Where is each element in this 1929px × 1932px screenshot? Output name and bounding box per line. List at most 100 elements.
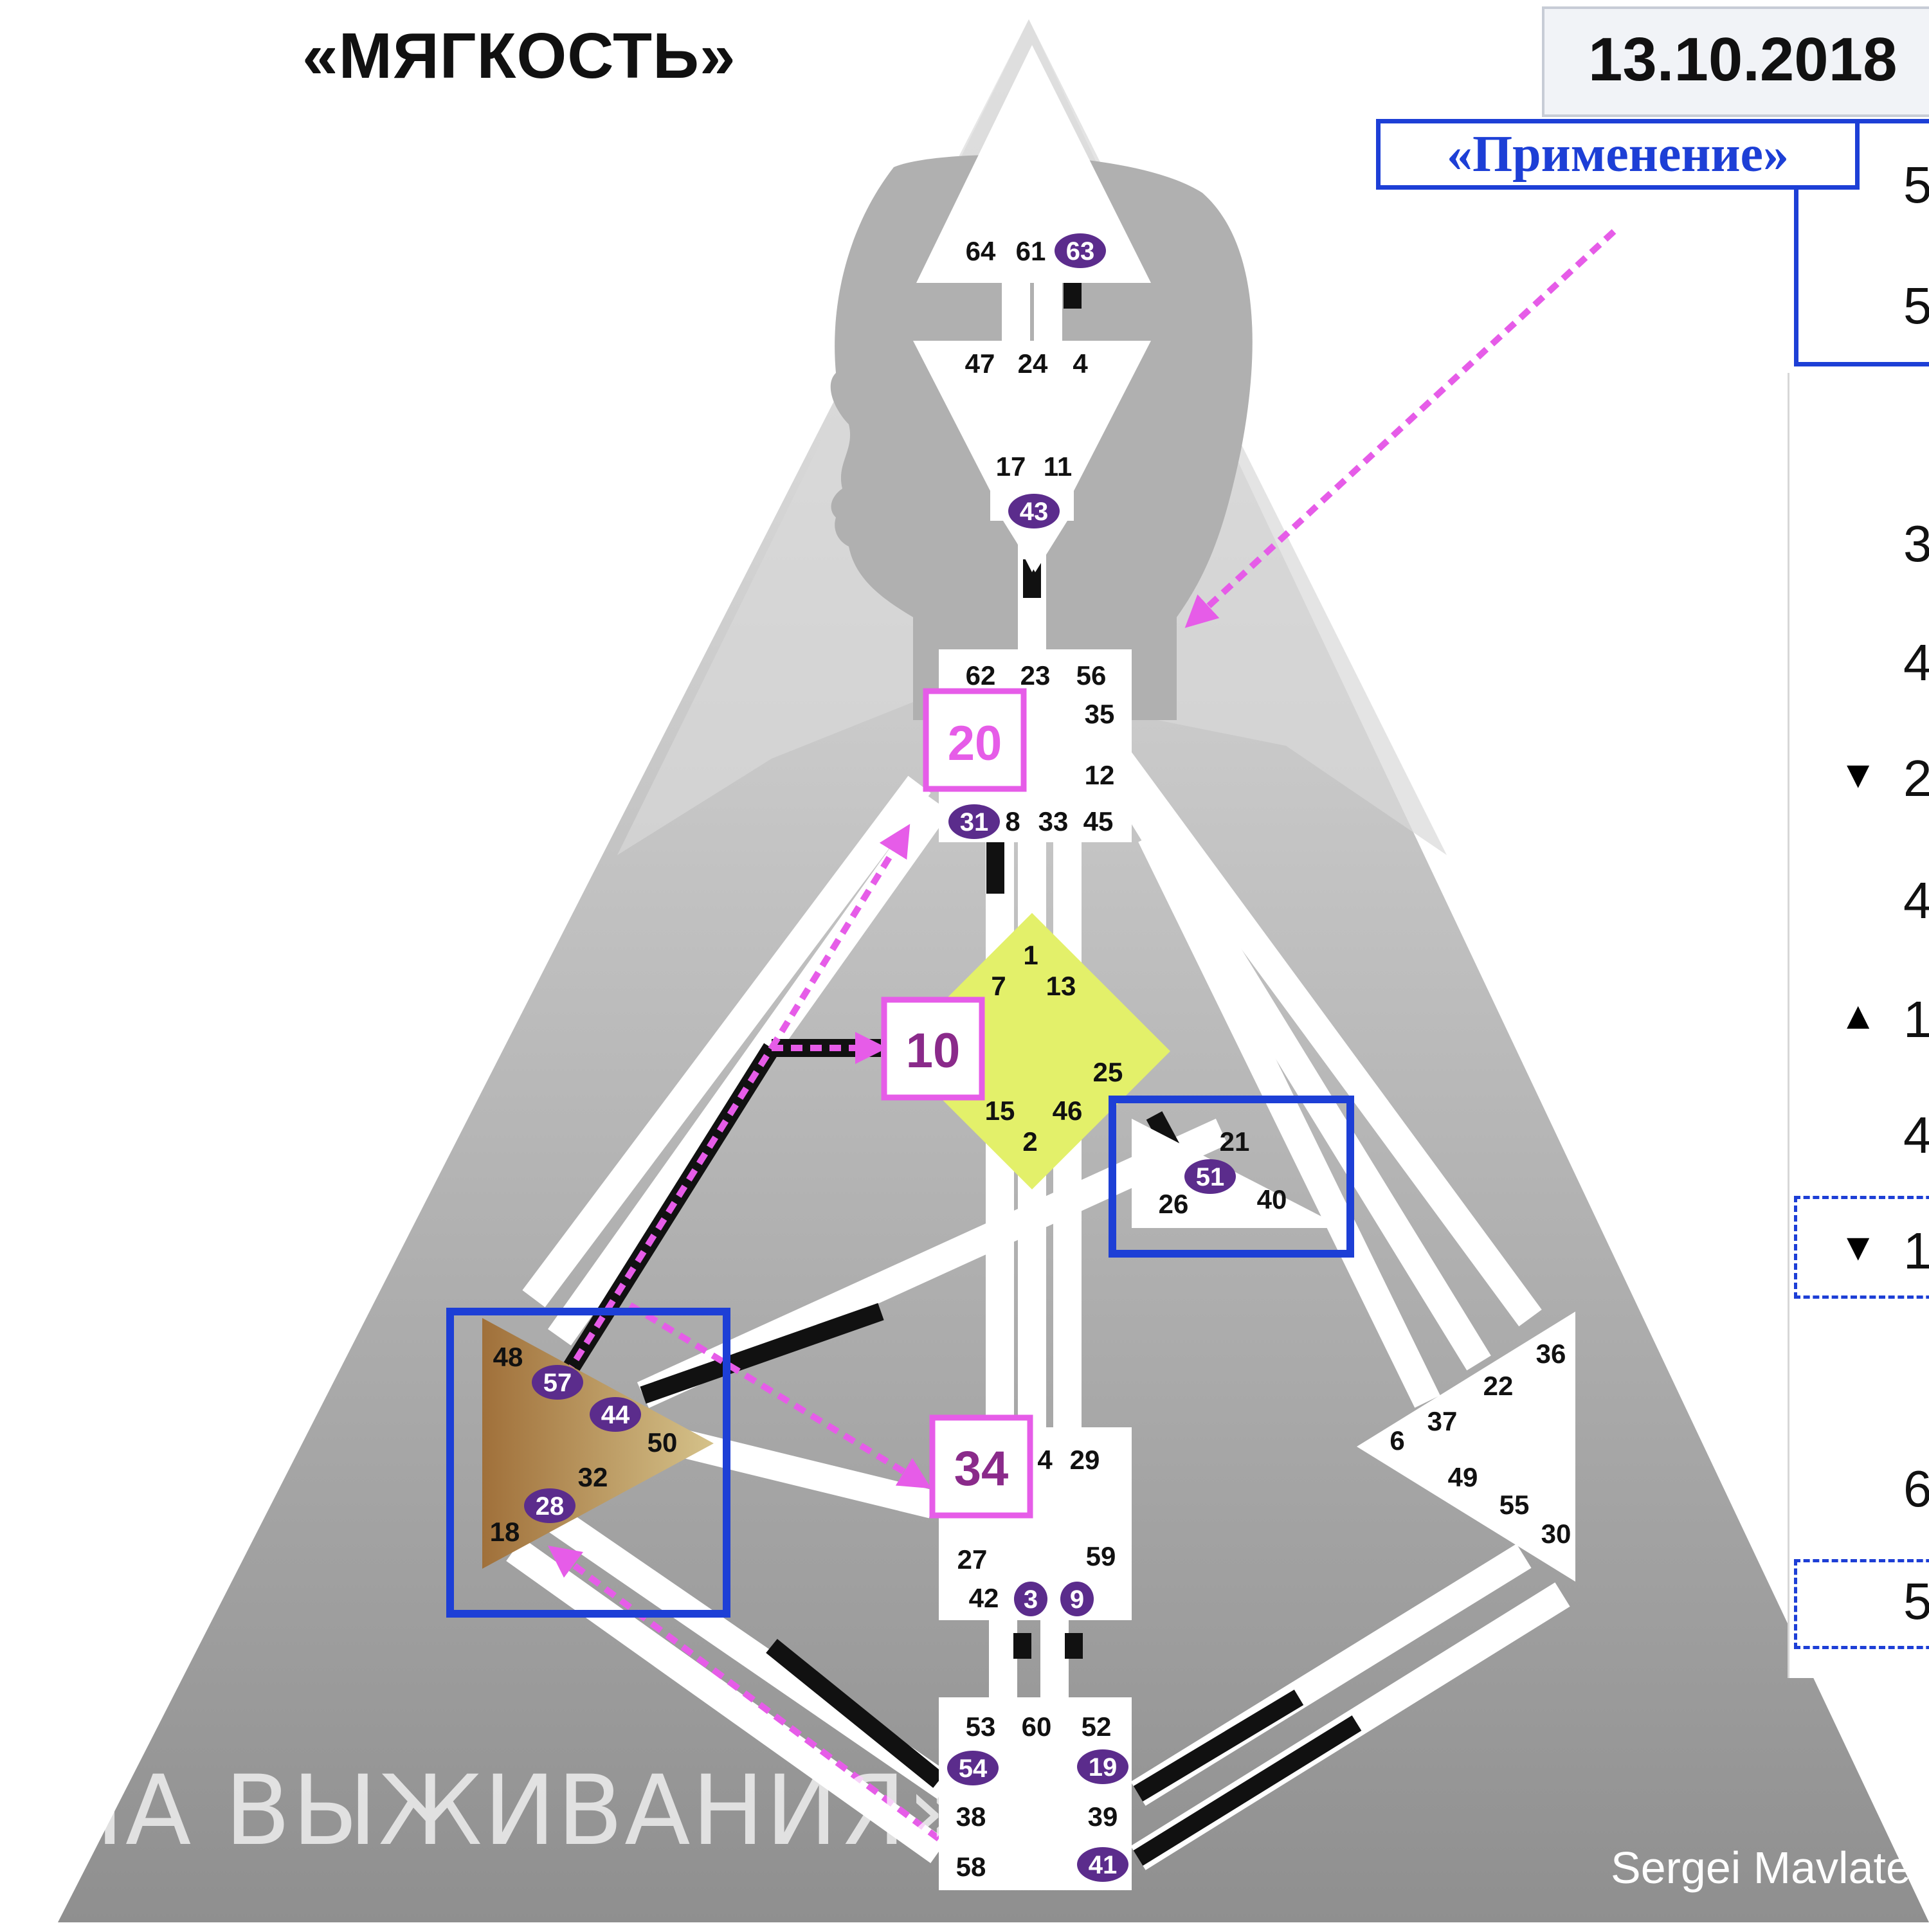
head-center: [916, 45, 1151, 283]
circle-3: [1014, 1582, 1047, 1616]
spleen-highlight-box: [446, 1308, 730, 1618]
gate-59: 59: [1086, 1541, 1116, 1571]
g-center: [894, 913, 1170, 1189]
gate-numbers: 64 61 47 24 4 17 11 62 23 56 35 12 8 33 …: [490, 236, 1571, 1882]
circle-43: [1008, 494, 1060, 528]
gate-3: 3: [1024, 1585, 1038, 1614]
gate-39: 39: [1088, 1801, 1118, 1832]
gate-40: 40: [1257, 1184, 1287, 1214]
gate-4-sacral: 4: [1037, 1445, 1053, 1475]
gate-30: 30: [1541, 1519, 1571, 1549]
heart-center: [1132, 1119, 1344, 1228]
gate-47: 47: [965, 348, 995, 379]
side-row-10: 6: [1903, 1460, 1929, 1517]
gate-53: 53: [966, 1711, 996, 1742]
gate-11: 11: [1044, 451, 1072, 482]
gate-33: 33: [1038, 806, 1069, 836]
gate-60: 60: [1022, 1711, 1052, 1742]
gate-27: 27: [957, 1544, 988, 1575]
gate-54: 54: [959, 1755, 988, 1783]
gate-56: 56: [1076, 660, 1107, 691]
gate-4-ajna: 4: [1073, 348, 1088, 379]
gate-23: 23: [1020, 660, 1051, 691]
gate-49: 49: [1448, 1462, 1478, 1492]
side-row-4: 4: [1903, 634, 1929, 691]
gate-24: 24: [1018, 348, 1048, 379]
gate-box-10: [881, 997, 985, 1101]
circle-44: [590, 1397, 641, 1432]
gate-26: 26: [1159, 1189, 1189, 1219]
author-credit: Sergei Mavlate: [1611, 1843, 1911, 1893]
gate-58: 58: [956, 1852, 986, 1882]
gate-48: 48: [493, 1342, 523, 1372]
gate-38: 38: [956, 1801, 986, 1832]
gate-45: 45: [1083, 806, 1114, 836]
gate-44: 44: [601, 1401, 630, 1429]
gate-29: 29: [1070, 1445, 1100, 1475]
side-row-7: 1: [1903, 991, 1929, 1048]
gate-6: 6: [1390, 1425, 1404, 1456]
gate-7: 7: [991, 971, 1006, 1001]
heart-highlight-box: [1109, 1096, 1354, 1258]
gate-64: 64: [966, 236, 996, 266]
gate-21: 21: [1220, 1126, 1250, 1157]
watermark-text: ОЛА ВЫЖИВАНИЯ»: [0, 1755, 968, 1867]
gate-15: 15: [985, 1096, 1015, 1126]
solar-plexus-center: [1357, 1312, 1575, 1582]
arrow-down-icon: ▼: [1839, 1225, 1878, 1268]
gate-32: 32: [578, 1462, 608, 1492]
ajna-lower-triangle: [1003, 521, 1067, 572]
circle-51: [1184, 1159, 1236, 1194]
application-label: «Применение»: [1376, 119, 1860, 190]
side-dashed-box-2: [1794, 1559, 1929, 1649]
gate-36: 36: [1536, 1339, 1566, 1369]
gate-42: 42: [969, 1583, 999, 1613]
arrow-down-icon: ▼: [1839, 753, 1878, 796]
gate-box-20: [923, 688, 1027, 792]
gate-41: 41: [1089, 1851, 1118, 1879]
gate-57: 57: [543, 1369, 572, 1397]
circle-63: [1055, 233, 1106, 268]
gate-18: 18: [490, 1517, 520, 1547]
gate-43: 43: [1020, 498, 1049, 526]
page-title: «МЯГКОСТЬ»: [302, 20, 736, 92]
gate-46: 46: [1053, 1096, 1083, 1126]
gate-61: 61: [1016, 236, 1046, 266]
gate-2: 2: [1022, 1126, 1037, 1157]
circle-57: [532, 1365, 583, 1400]
side-row-3: 3: [1903, 515, 1929, 572]
gate-37: 37: [1427, 1406, 1458, 1436]
gate-20-label: 20: [948, 716, 1002, 771]
circle-28: [524, 1488, 575, 1523]
gate-31: 31: [960, 808, 989, 836]
gate-50: 50: [648, 1427, 678, 1458]
gate-19: 19: [1089, 1753, 1118, 1782]
gate-35: 35: [1085, 699, 1115, 729]
gate-1: 1: [1023, 940, 1038, 970]
side-row-5: 2: [1903, 750, 1929, 807]
side-row-11: 5: [1903, 1573, 1929, 1630]
gate-8: 8: [1005, 806, 1020, 836]
date-label: 13.10.2018: [1588, 25, 1897, 94]
gate-box-34: [929, 1414, 1033, 1519]
date-box: [1542, 6, 1929, 117]
side-row-6: 4: [1903, 872, 1929, 929]
gate-63: 63: [1066, 237, 1095, 266]
arrow-up-icon: ▲: [1839, 994, 1878, 1037]
circle-41: [1077, 1847, 1128, 1882]
gate-55: 55: [1499, 1490, 1530, 1520]
circle-31: [948, 804, 1000, 839]
gate-9: 9: [1070, 1585, 1084, 1614]
side-row-1: 5: [1903, 156, 1929, 213]
side-row-8: 4: [1903, 1106, 1929, 1164]
circled-gates: 63 43 31 51 57 44 28 3 9 54 19 41: [524, 233, 1236, 1882]
circle-9: [1060, 1582, 1094, 1616]
side-row-9: 1: [1903, 1222, 1929, 1279]
gate-34-label: 34: [954, 1441, 1009, 1496]
gate-13: 13: [1046, 971, 1076, 1001]
circle-54: [947, 1751, 999, 1785]
gate-62: 62: [966, 660, 996, 691]
gate-28: 28: [536, 1492, 565, 1521]
circle-19: [1077, 1749, 1128, 1784]
